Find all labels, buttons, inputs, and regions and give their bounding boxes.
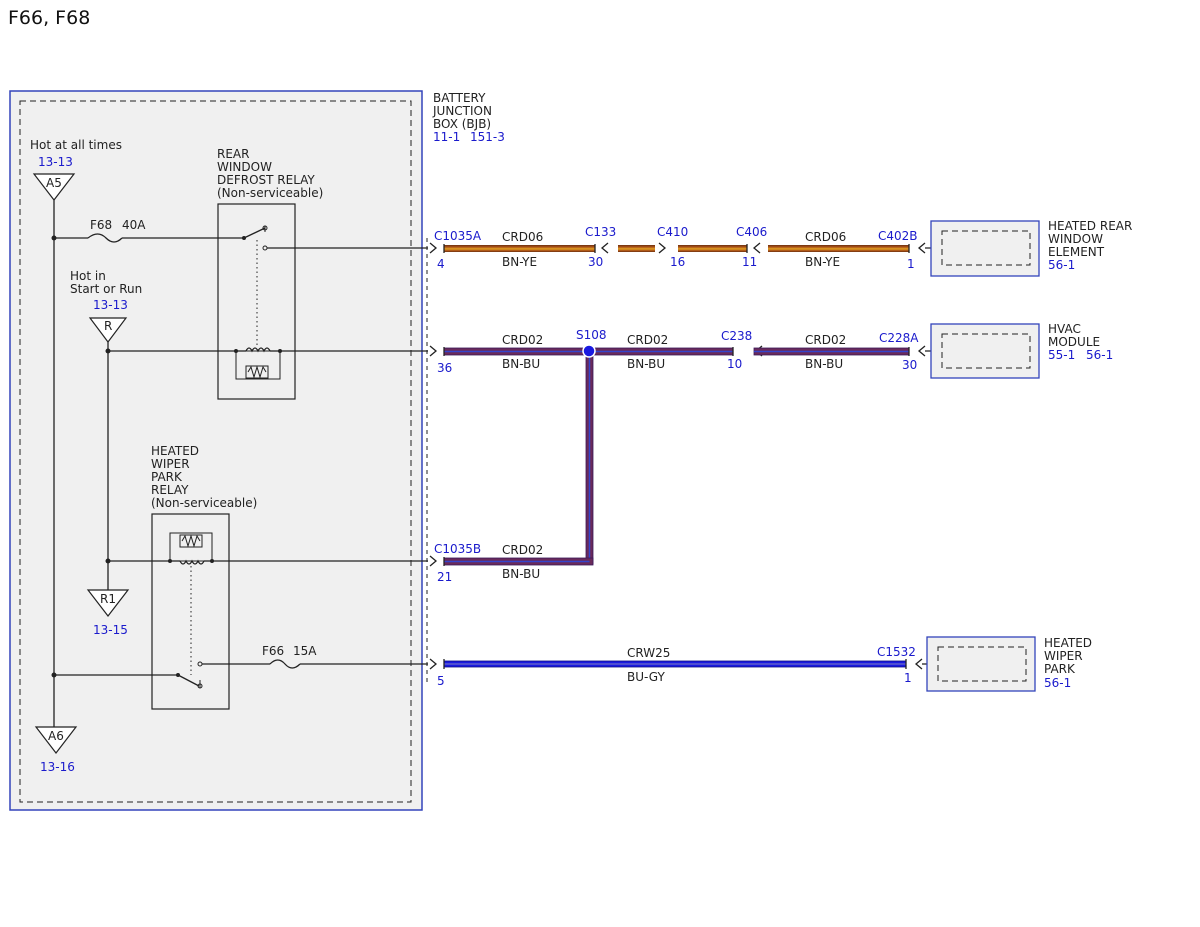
conn-c410-pin: 16 [670, 255, 685, 269]
conn-c228a[interactable]: C228A [879, 331, 919, 345]
bjb-inner-dashed [19, 100, 412, 803]
f66-fuse-symbol [269, 659, 301, 669]
conn-c1035b[interactable]: C1035B [434, 542, 481, 556]
hvac-label-1: HVAC [1048, 322, 1081, 336]
wire-bnye-label-2: BN-YE [805, 255, 840, 269]
bjb-ref-2[interactable]: 151-3 [470, 130, 505, 144]
r1-label: R1 [100, 592, 116, 606]
r1-ref[interactable]: 13-15 [93, 623, 128, 637]
conn-c1532-pin: 1 [904, 671, 912, 685]
conn-c1035a-pin2: 36 [437, 361, 452, 375]
wire-bnye-label-1: BN-YE [502, 255, 537, 269]
wiper-park-label-1: HEATED [1044, 636, 1092, 650]
r-terminal [88, 317, 128, 343]
heated-wiper-park[interactable] [926, 636, 1036, 692]
wiper-relay-label-3: PARK [151, 470, 183, 484]
f68-fuse-symbol [87, 233, 123, 243]
hot-run-label-1: Hot in [70, 269, 106, 283]
a6-label: A6 [48, 729, 64, 743]
wiper-park-label-3: PARK [1044, 662, 1076, 676]
conn-c238[interactable]: C238 [721, 329, 752, 343]
rear-elem-label-3: ELEMENT [1048, 245, 1105, 259]
bjb-box [9, 90, 423, 811]
hvac-label-2: MODULE [1048, 335, 1100, 349]
bjb-label-1: BATTERY [433, 91, 486, 105]
wire-crd02-label-3: CRD02 [805, 333, 846, 347]
conn-c402b-pin: 1 [907, 257, 915, 271]
hvac-ref-1[interactable]: 55-1 [1048, 348, 1075, 362]
wire-crw25-label: CRW25 [627, 646, 670, 660]
wire-bnbu-label-3: BN-BU [805, 357, 843, 371]
wiper-relay-label-2: WIPER [151, 457, 190, 471]
wiper-relay-label-5: (Non-serviceable) [151, 496, 257, 510]
wire-crd02-label-1: CRD02 [502, 333, 543, 347]
hvac-module[interactable] [930, 323, 1040, 379]
hot-run-label-2: Start or Run [70, 282, 142, 296]
a5-terminal [32, 173, 76, 201]
page-title: F66, F68 [8, 7, 90, 29]
conn-c133-pin: 30 [588, 255, 603, 269]
bjb-label-2: JUNCTION [432, 104, 492, 118]
hot-all-ref[interactable]: 13-13 [38, 155, 73, 169]
rear-relay-label-1: REAR [217, 147, 249, 161]
wire-crd06-label-1: CRD06 [502, 230, 543, 244]
rear-elem-label-2: WINDOW [1048, 232, 1103, 246]
splice-s108-label[interactable]: S108 [576, 328, 607, 342]
wire-bnbu-label-4: BN-BU [502, 567, 540, 581]
wire-crd06-seg1[interactable] [444, 245, 595, 252]
conn-c1035a-pin: 4 [437, 257, 445, 271]
rear-relay-label-2: WINDOW [217, 160, 272, 174]
wiper-park-ref[interactable]: 56-1 [1044, 676, 1071, 690]
wire-crd06-label-2: CRD06 [805, 230, 846, 244]
hot-run-ref[interactable]: 13-13 [93, 298, 128, 312]
r-label: R [104, 319, 112, 333]
wire-bnbu-label-2: BN-BU [627, 357, 665, 371]
wire-crd06-seg3[interactable] [678, 245, 747, 252]
wire-bnbu-label-1: BN-BU [502, 357, 540, 371]
conn-c1035b-pin: 21 [437, 570, 452, 584]
conn-c406-pin: 11 [742, 255, 757, 269]
rear-relay-label-3: DEFROST RELAY [217, 173, 315, 187]
rear-defrost-relay-box [217, 203, 296, 400]
rear-relay-label-4: (Non-serviceable) [217, 186, 323, 200]
a6-terminal [34, 726, 78, 754]
conn-c228a-pin: 30 [902, 358, 917, 372]
conn-c406[interactable]: C406 [736, 225, 767, 239]
conn-c1035-pin3: 5 [437, 674, 445, 688]
rear-elem-label-1: HEATED REAR [1048, 219, 1132, 233]
wiper-park-relay-box [151, 513, 230, 710]
conn-c238-pin: 10 [727, 357, 742, 371]
conn-c402b[interactable]: C402B [878, 229, 918, 243]
wiper-relay-label-1: HEATED [151, 444, 199, 458]
wire-crd02-label-4: CRD02 [502, 543, 543, 557]
hot-all-label: Hot at all times [30, 138, 122, 152]
a6-ref[interactable]: 13-16 [40, 760, 75, 774]
wire-crd06-seg2[interactable] [618, 245, 655, 252]
hvac-ref-2[interactable]: 56-1 [1086, 348, 1113, 362]
wire-crd02-label-2: CRD02 [627, 333, 668, 347]
splice-s108[interactable] [582, 344, 596, 358]
wire-crd06-seg4[interactable] [768, 245, 909, 252]
bjb-ref-1[interactable]: 11-1 [433, 130, 460, 144]
heated-rear-window-element[interactable] [930, 220, 1040, 277]
wire-bugy-label: BU-GY [627, 670, 665, 684]
wiper-park-label-2: WIPER [1044, 649, 1083, 663]
bjb-label-3: BOX (BJB) [433, 117, 491, 131]
f66-rating: 15A [293, 644, 317, 658]
f68-rating: 40A [122, 218, 146, 232]
rear-elem-ref[interactable]: 56-1 [1048, 258, 1075, 272]
conn-c1532[interactable]: C1532 [877, 645, 916, 659]
conn-c1035a[interactable]: C1035A [434, 229, 482, 243]
a5-label: A5 [46, 176, 62, 190]
f66-label: F66 [262, 644, 284, 658]
f68-label: F68 [90, 218, 112, 232]
conn-c410[interactable]: C410 [657, 225, 688, 239]
conn-c133[interactable]: C133 [585, 225, 616, 239]
wiper-relay-label-4: RELAY [151, 483, 189, 497]
